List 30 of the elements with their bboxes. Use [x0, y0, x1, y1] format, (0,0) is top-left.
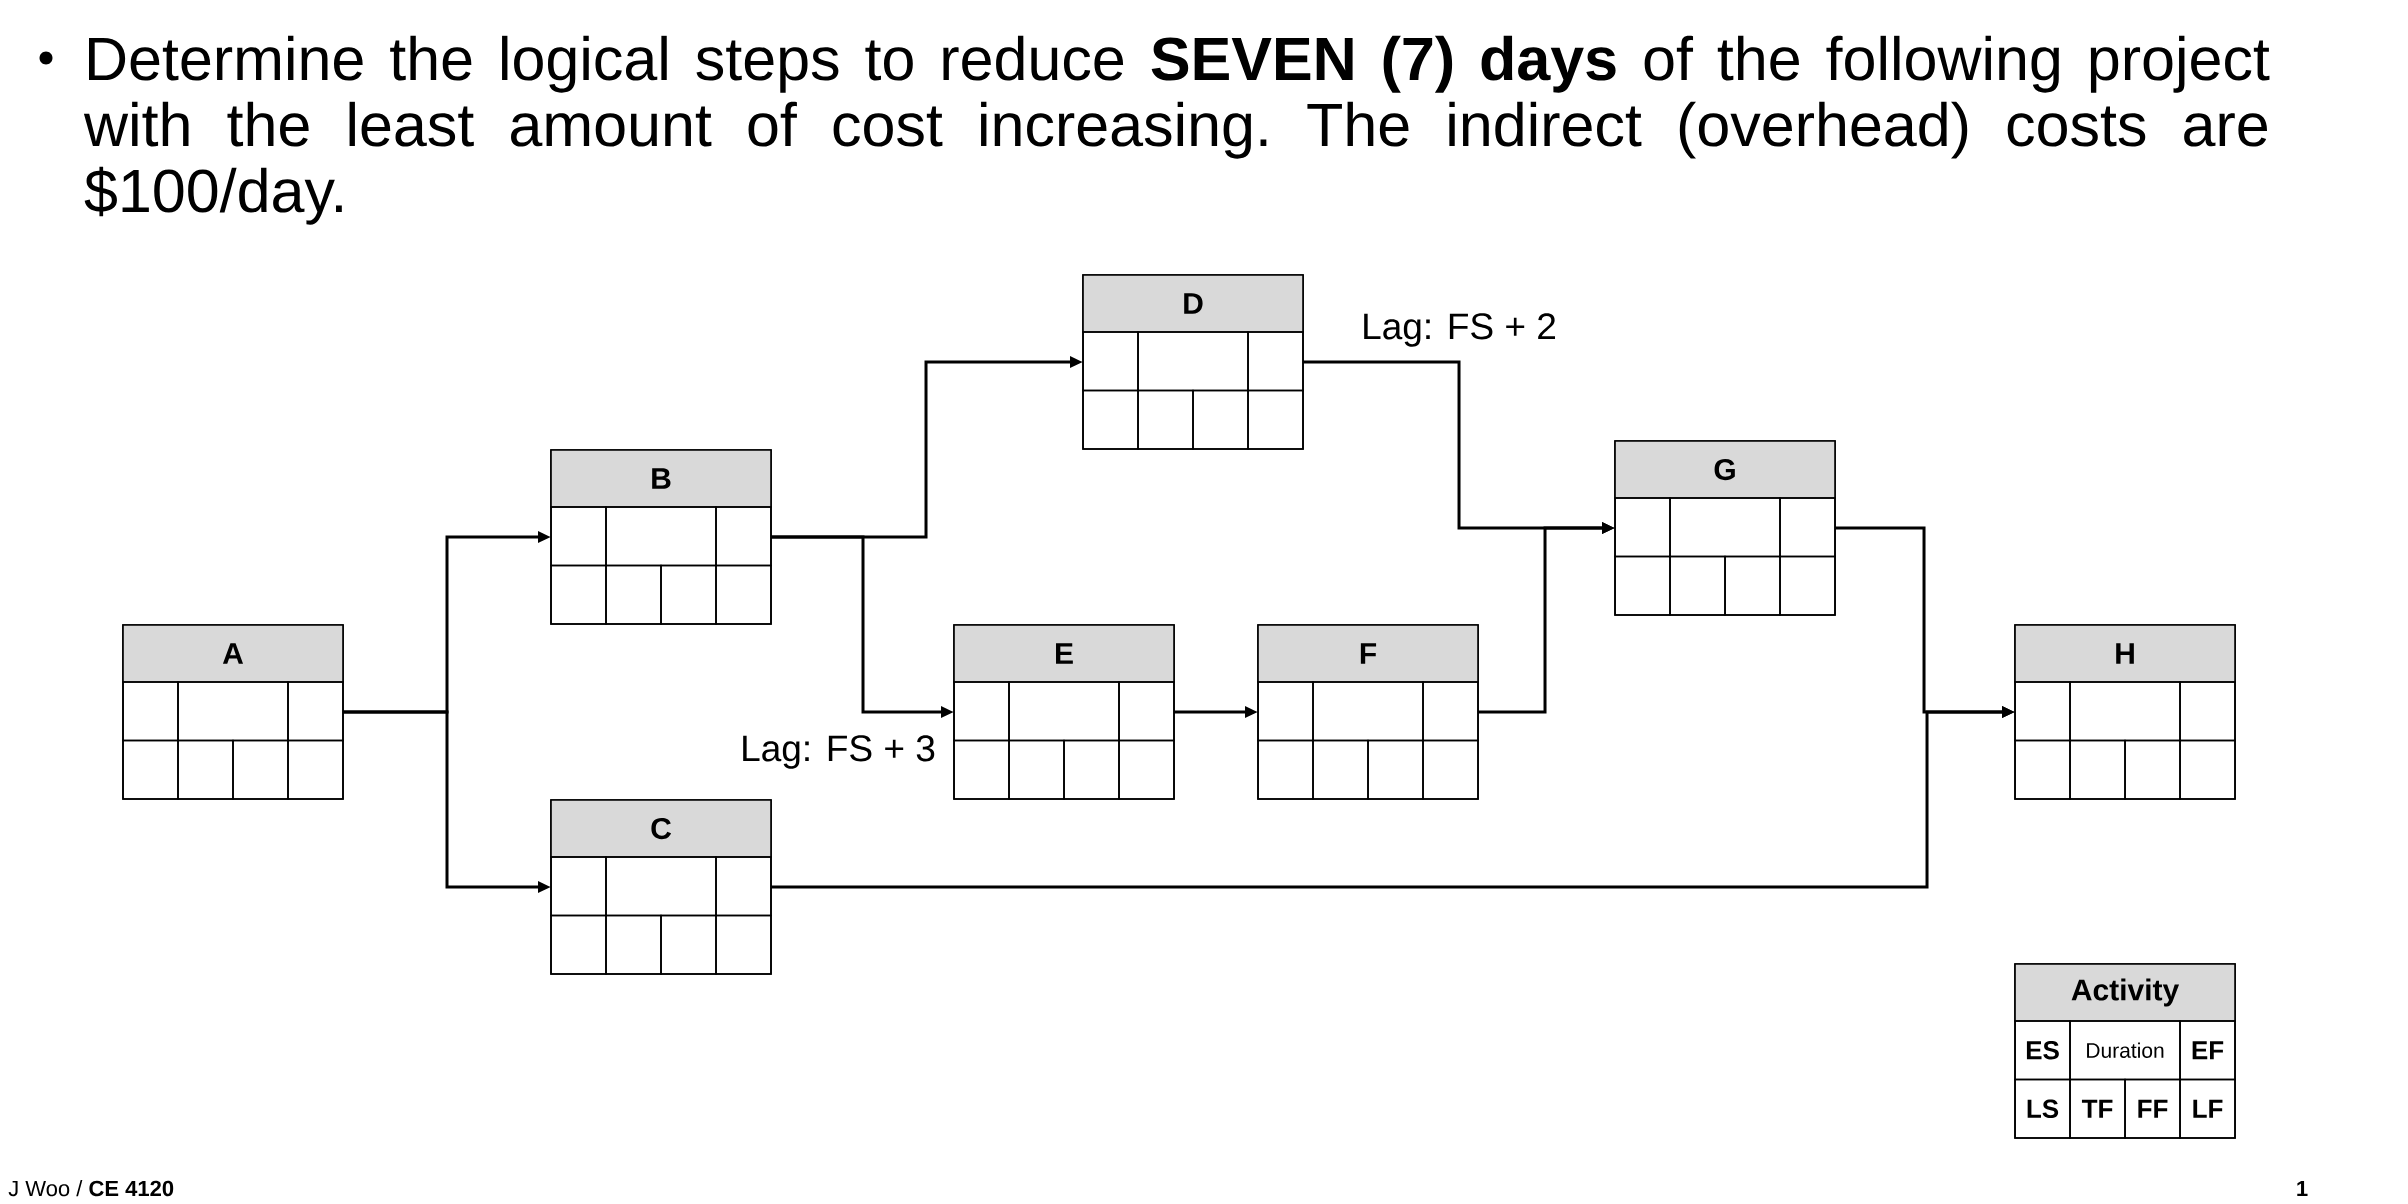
- box-header: A: [122, 624, 344, 683]
- key-cell: Duration: [2069, 1020, 2181, 1081]
- activity-box: [550, 449, 772, 625]
- box-header: B: [550, 449, 772, 508]
- box-header: H: [2014, 624, 2236, 683]
- key-cell: ES: [2014, 1020, 2071, 1081]
- box-header: F: [1257, 624, 1479, 683]
- key-cell: TF: [2069, 1078, 2126, 1139]
- edge-label: Lag: FS + 3: [738, 733, 938, 771]
- key-cell: LS: [2014, 1078, 2071, 1139]
- box-header: D: [1082, 274, 1304, 333]
- activity-box: [1614, 440, 1836, 616]
- box-header: G: [1614, 440, 1836, 499]
- page-number: 1: [2297, 1180, 2308, 1196]
- box-header: Activity: [2014, 963, 2236, 1022]
- key-cell: EF: [2179, 1020, 2236, 1081]
- activity-box: [1257, 624, 1479, 800]
- box-header: C: [550, 799, 772, 858]
- box-header: E: [953, 624, 1175, 683]
- activity-box: [122, 624, 344, 800]
- activity-box: [953, 624, 1175, 800]
- activity-box: [550, 799, 772, 975]
- legend-box: [2014, 963, 2236, 1139]
- question-text: Determine the logical steps to reduce SEVEN (7) days of the following project with the least amount of cost increasing. The indirect (overhead) costs are $100/day.: [83, 35, 2270, 225]
- edge-label: Lag: FS + 2: [1359, 311, 1559, 349]
- activity-box: [1082, 274, 1304, 450]
- footer-text: J Woo / CE 4120: [8, 1180, 174, 1197]
- activity-box: [2014, 624, 2236, 800]
- key-cell: FF: [2124, 1078, 2181, 1139]
- key-cell: LF: [2179, 1078, 2236, 1139]
